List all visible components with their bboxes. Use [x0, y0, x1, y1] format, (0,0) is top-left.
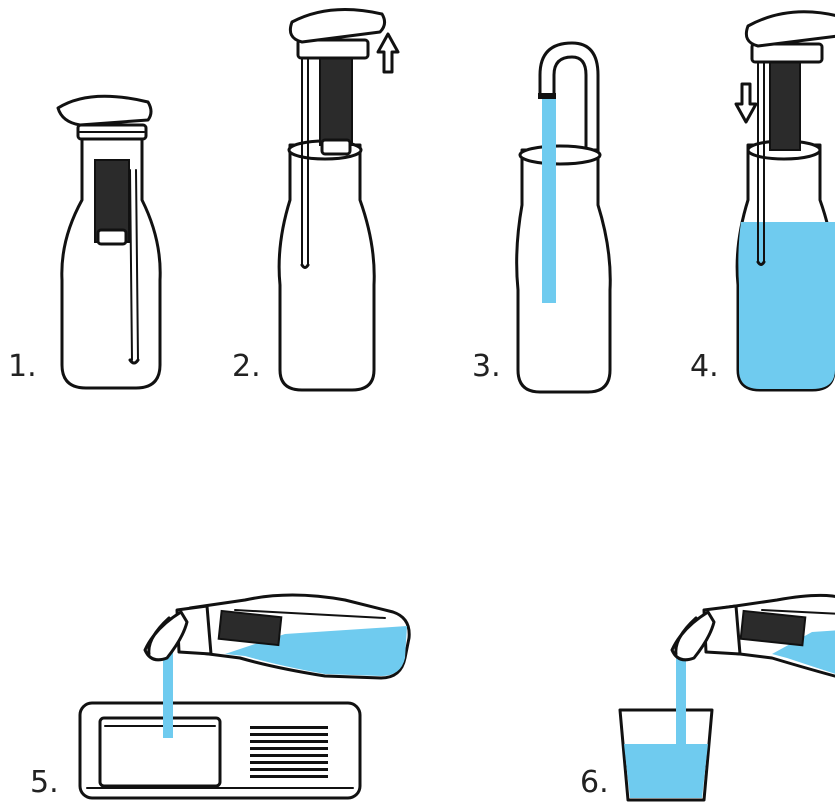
carafe-lid: [58, 96, 151, 125]
drip-tray-well: [100, 718, 220, 786]
carafe-lid: [746, 12, 835, 46]
water-stream: [542, 95, 556, 303]
filter-cartridge: [741, 611, 806, 645]
glass-water: [624, 744, 708, 798]
carafe-lid: [290, 10, 384, 43]
arrow-down-icon: [736, 84, 756, 122]
step-3-tap-and-carafe: [510, 35, 620, 400]
step-2-number: 2.: [232, 352, 261, 382]
filter-cartridge: [770, 62, 800, 150]
arrow-up-icon: [378, 34, 398, 72]
tap-outlet: [538, 93, 556, 99]
step-1-carafe-illustration: [50, 80, 180, 400]
water-fill: [738, 222, 835, 389]
step-4-carafe-illustration: [728, 0, 835, 400]
carafe-body: [517, 150, 611, 392]
step-4-number: 4.: [690, 352, 719, 382]
filter-cartridge: [219, 611, 282, 645]
step-1-number: 1.: [8, 352, 37, 382]
water-stream: [163, 650, 173, 738]
carafe-body: [279, 145, 374, 390]
water-stream: [676, 648, 686, 746]
step-3-number: 3.: [472, 352, 501, 382]
step-5-pour-into-tray: [75, 588, 415, 803]
step-6-number: 6.: [580, 768, 609, 798]
step-5-number: 5.: [30, 768, 59, 798]
step-2-carafe-illustration: [270, 0, 410, 400]
step-6-pour-into-glass: [612, 588, 835, 805]
filter-cartridge: [320, 55, 352, 145]
